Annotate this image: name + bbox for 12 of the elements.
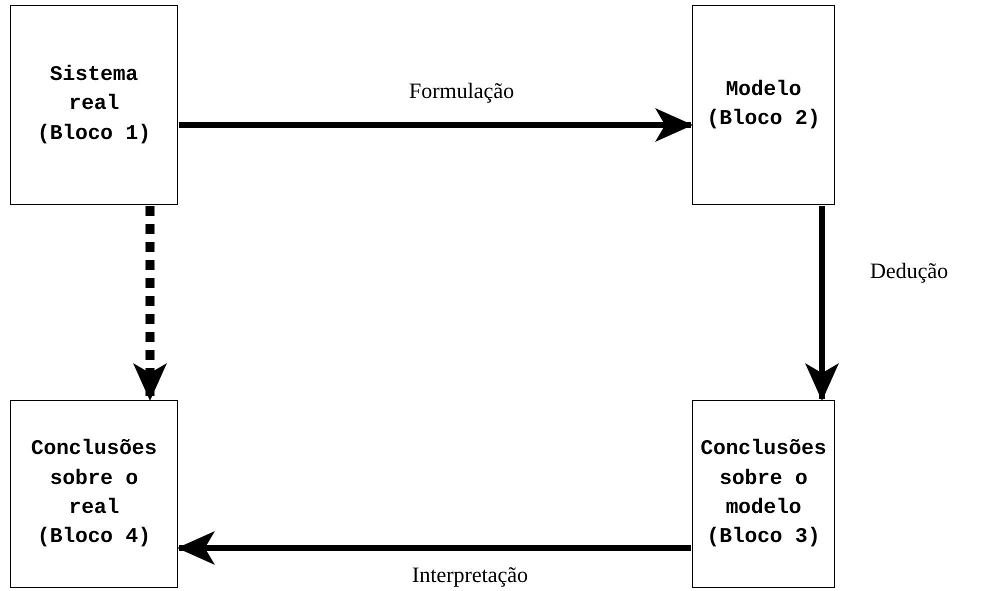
arrow	[179, 108, 693, 142]
process-box	[692, 5, 835, 205]
arrow	[177, 531, 691, 565]
box-label: Conclusões sobre o modelo (Bloco 3)	[700, 437, 828, 552]
box-label: Sistema real (Bloco 1)	[36, 62, 152, 148]
arrow	[133, 206, 167, 401]
arrow	[805, 206, 839, 401]
process-box	[10, 5, 178, 205]
box-label: Modelo (Bloco 2)	[706, 78, 822, 133]
box-label: Conclusões sobre o real (Bloco 4)	[30, 437, 158, 552]
process-box	[692, 400, 835, 588]
process-box	[10, 400, 178, 588]
